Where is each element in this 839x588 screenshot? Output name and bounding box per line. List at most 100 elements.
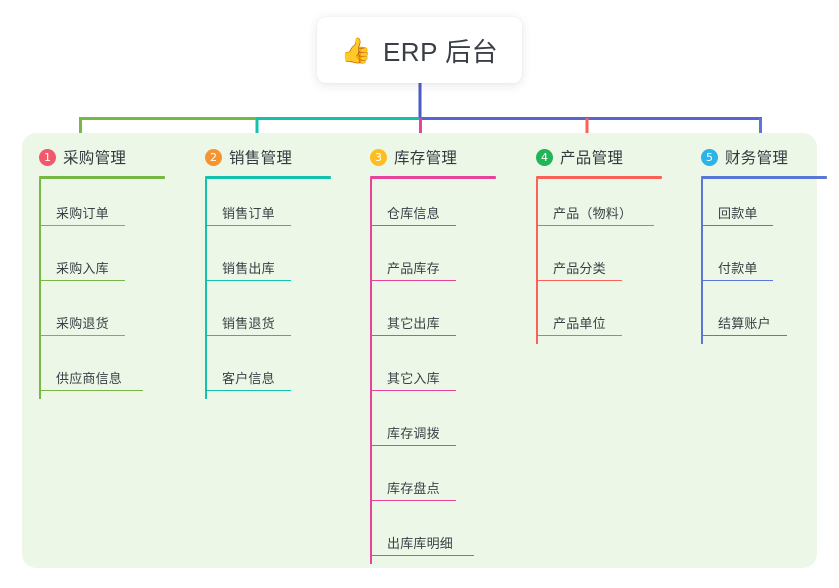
column-产品管理: 4 产品管理产品（物料） 产品分类产品单位 xyxy=(519,143,662,344)
column-items: 产品（物料） 产品分类产品单位 xyxy=(519,179,662,344)
item-underline xyxy=(370,279,456,281)
column-items: 回款单付款单结算账户 xyxy=(684,179,827,344)
column-number-badge: 5 xyxy=(701,148,718,166)
item-rail xyxy=(701,289,703,344)
column-header[interactable]: 4 产品管理 xyxy=(519,143,662,171)
column-underline xyxy=(205,176,331,179)
item-label: 产品（物料） xyxy=(553,206,633,221)
column-header[interactable]: 2 销售管理 xyxy=(188,143,331,171)
list-item[interactable]: 库存调拨 xyxy=(353,399,496,454)
list-item[interactable]: 结算账户 xyxy=(684,289,827,344)
item-underline xyxy=(205,224,291,226)
item-rail xyxy=(205,179,207,234)
column-库存管理: 3 库存管理仓库信息产品库存其它出库其它入库库存调拨库存盘点出库库明细 xyxy=(353,143,496,564)
column-title: 库存管理 xyxy=(394,150,458,167)
list-item[interactable]: 出库库明细 xyxy=(353,509,496,564)
column-title: 采购管理 xyxy=(63,150,127,167)
list-item[interactable]: 产品分类 xyxy=(519,234,662,289)
column-header[interactable]: 3 库存管理 xyxy=(353,143,496,171)
item-label: 销售订单 xyxy=(222,206,275,221)
list-item[interactable]: 销售退货 xyxy=(188,289,331,344)
column-underline xyxy=(536,176,662,179)
item-underline xyxy=(370,499,456,501)
item-label: 采购入库 xyxy=(56,261,109,276)
item-label: 库存调拨 xyxy=(387,426,440,441)
item-rail xyxy=(205,344,207,399)
list-item[interactable]: 采购订单 xyxy=(22,179,165,234)
list-item[interactable]: 销售出库 xyxy=(188,234,331,289)
item-underline xyxy=(536,224,654,226)
list-item[interactable]: 仓库信息 xyxy=(353,179,496,234)
item-rail xyxy=(370,289,372,344)
item-underline xyxy=(701,224,773,226)
item-underline xyxy=(39,279,125,281)
item-underline xyxy=(205,279,291,281)
item-label: 采购订单 xyxy=(56,206,109,221)
list-item[interactable]: 产品（物料） xyxy=(519,179,662,234)
root-node-title: ERP 后台 xyxy=(382,36,499,67)
list-item[interactable]: 产品单位 xyxy=(519,289,662,344)
item-label: 产品分类 xyxy=(553,261,606,276)
item-rail xyxy=(370,344,372,399)
item-rail xyxy=(39,289,41,344)
column-number-badge: 1 xyxy=(39,148,56,166)
item-label: 其它入库 xyxy=(387,371,440,386)
item-underline xyxy=(39,334,125,336)
item-rail xyxy=(701,234,703,289)
item-label: 付款单 xyxy=(718,261,758,276)
list-item[interactable]: 其它入库 xyxy=(353,344,496,399)
list-item[interactable]: 采购入库 xyxy=(22,234,165,289)
item-rail xyxy=(536,289,538,344)
column-title: 销售管理 xyxy=(229,150,293,167)
list-item[interactable]: 产品库存 xyxy=(353,234,496,289)
column-title: 产品管理 xyxy=(560,150,624,167)
item-label: 其它出库 xyxy=(387,316,440,331)
root-node-card[interactable]: 👍 ERP 后台 xyxy=(317,17,522,83)
item-underline xyxy=(701,279,773,281)
list-item[interactable]: 回款单 xyxy=(684,179,827,234)
list-item[interactable]: 库存盘点 xyxy=(353,454,496,509)
list-item[interactable]: 采购退货 xyxy=(22,289,165,344)
item-label: 产品单位 xyxy=(553,316,606,331)
list-item[interactable]: 其它出库 xyxy=(353,289,496,344)
column-number-badge: 3 xyxy=(370,148,387,166)
item-rail xyxy=(370,454,372,509)
item-rail xyxy=(370,509,372,564)
item-underline xyxy=(39,224,125,226)
mindmap-panel: 1 采购管理采购订单采购入库采购退货供应商信息 2 销售管理销售订单销售出库销售退货客… xyxy=(22,133,827,568)
item-underline xyxy=(370,224,456,226)
item-label: 销售退货 xyxy=(222,316,275,331)
item-rail xyxy=(39,344,41,399)
item-label: 采购退货 xyxy=(56,316,109,331)
list-item[interactable]: 付款单 xyxy=(684,234,827,289)
list-item[interactable]: 销售订单 xyxy=(188,179,331,234)
list-item[interactable]: 供应商信息 xyxy=(22,344,165,399)
item-underline xyxy=(370,334,456,336)
column-underline xyxy=(370,176,496,179)
item-rail xyxy=(370,399,372,454)
list-item[interactable]: 客户信息 xyxy=(188,344,331,399)
column-number-badge: 2 xyxy=(205,148,222,166)
item-rail xyxy=(205,289,207,344)
column-header[interactable]: 5 财务管理 xyxy=(684,143,827,171)
item-underline xyxy=(205,389,291,391)
item-label: 回款单 xyxy=(718,206,758,221)
column-header[interactable]: 1 采购管理 xyxy=(22,143,165,171)
item-label: 销售出库 xyxy=(222,261,275,276)
column-销售管理: 2 销售管理销售订单销售出库销售退货客户信息 xyxy=(188,143,331,399)
item-rail xyxy=(536,234,538,289)
column-title: 财务管理 xyxy=(725,150,789,167)
item-underline xyxy=(536,279,622,281)
item-label: 库存盘点 xyxy=(387,481,440,496)
item-underline xyxy=(39,389,143,391)
column-number-badge: 4 xyxy=(536,148,553,166)
column-underline xyxy=(39,176,165,179)
item-rail xyxy=(370,179,372,234)
item-rail xyxy=(39,179,41,234)
item-label: 结算账户 xyxy=(718,316,771,331)
item-rail xyxy=(701,179,703,234)
column-underline xyxy=(701,176,827,179)
item-rail xyxy=(39,234,41,289)
column-items: 采购订单采购入库采购退货供应商信息 xyxy=(22,179,165,399)
item-label: 产品库存 xyxy=(387,261,440,276)
